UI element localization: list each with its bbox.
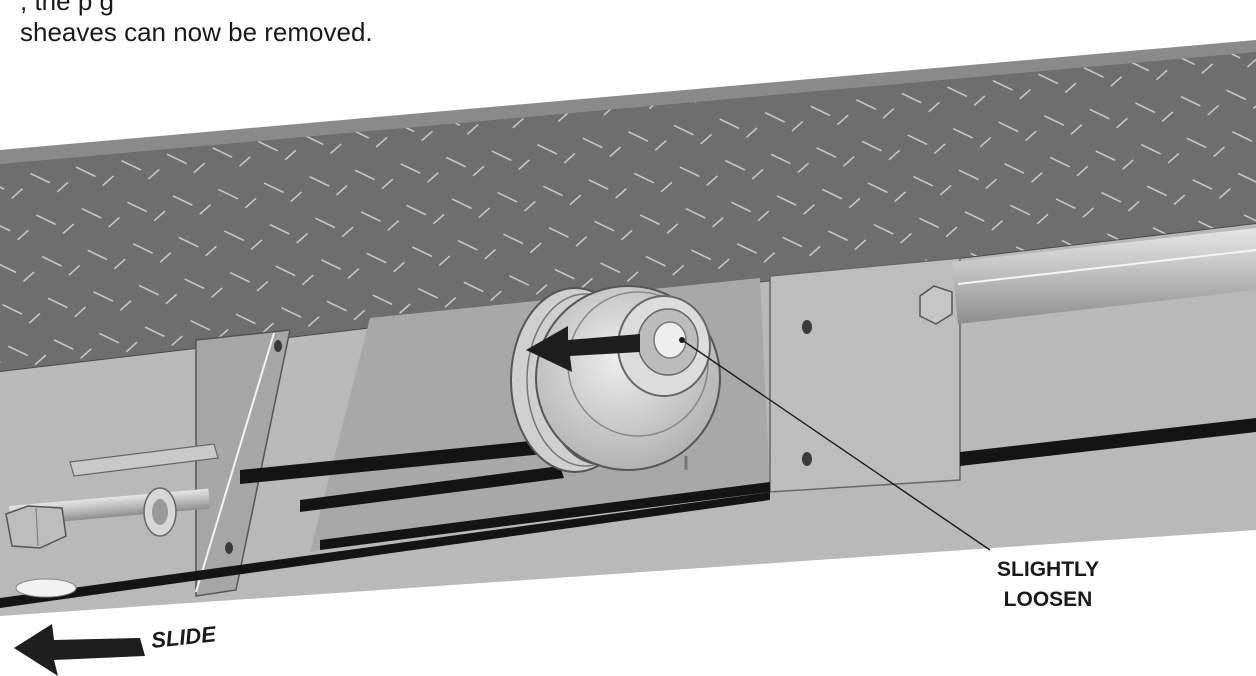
remove-arrow-icon: [526, 326, 640, 372]
instruction-text: , the p g sheaves can now be removed.: [20, 0, 1240, 56]
sheave-assembly: [510, 285, 721, 473]
slide-arrow-icon: [14, 624, 145, 676]
callout-loosen-line-1: SLIGHTLY: [997, 558, 1099, 581]
upper-shaft: [919, 228, 1256, 325]
loosen-leader-line: [681, 339, 991, 551]
callout-slide: SLIDE: [150, 621, 218, 653]
shaft-bore-icon: [653, 321, 687, 359]
instruction-line: sheaves can now be removed.: [20, 17, 373, 47]
leader-dot: [679, 337, 685, 343]
drive-belts: [0, 418, 1256, 608]
instruction-line-partial: , the p g: [20, 0, 114, 16]
shaft-bolt-icon: [919, 285, 953, 325]
callout-loosen-line-2: LOOSEN: [1004, 588, 1093, 611]
take-up-rod: [5, 443, 219, 598]
hex-nut-icon: [5, 505, 67, 549]
deck-plate: [0, 40, 1256, 373]
